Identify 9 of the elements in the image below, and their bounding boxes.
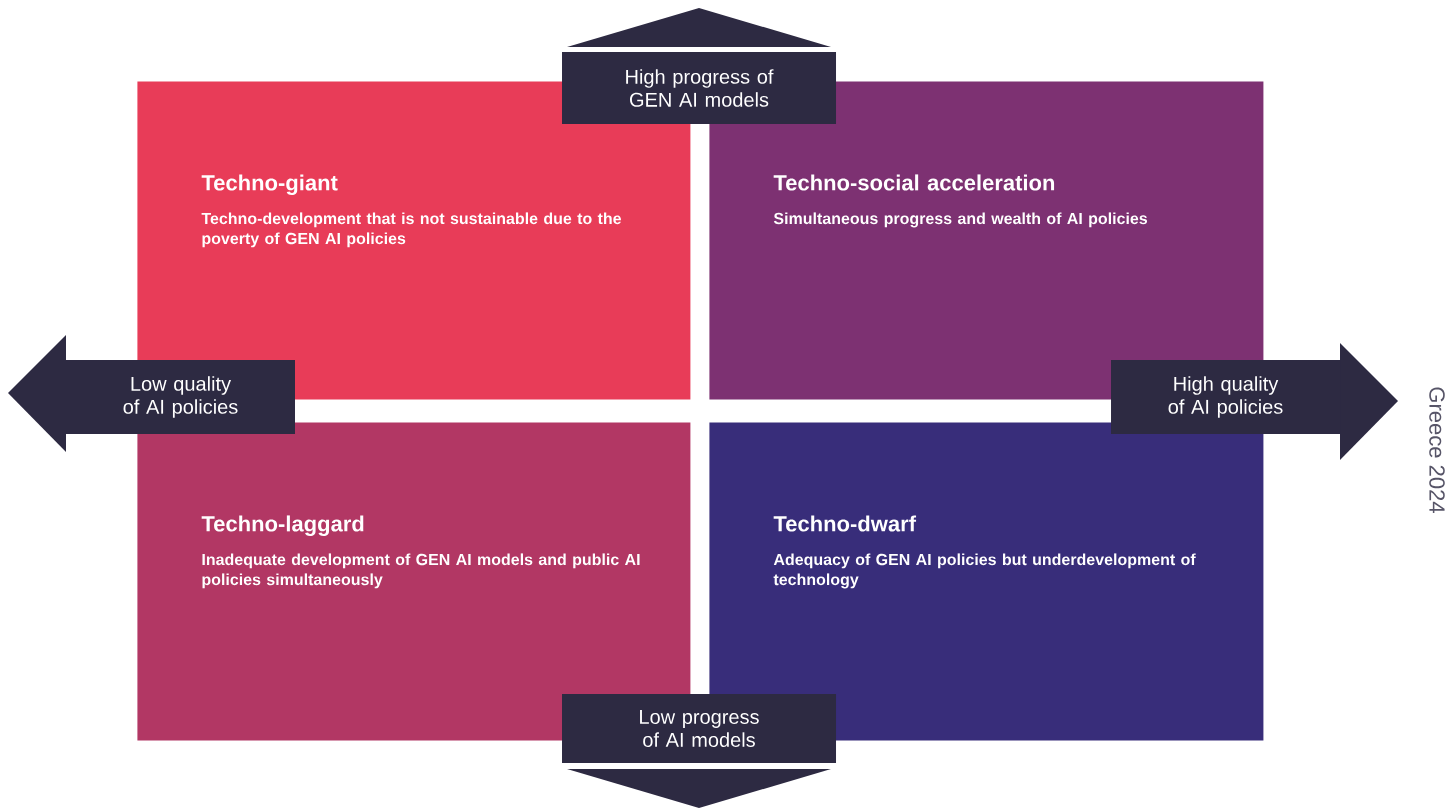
quadrant-description: Techno-development that is not sustainable due to the poverty of GEN AI policies bbox=[201, 212, 622, 248]
quadrant-heading: Techno-giant bbox=[201, 174, 338, 195]
quadrant-heading: Techno-social acceleration bbox=[773, 174, 1055, 191]
year-label: Greece 2024 bbox=[1429, 387, 1445, 513]
quadrant-heading: Techno-laggard bbox=[201, 515, 364, 536]
quadrant-description: Simultaneous progress and wealth of AI policies bbox=[773, 212, 1148, 228]
quadrant-heading: Techno-dwarf bbox=[773, 515, 917, 532]
quadrant-description: Adequacy of GEN AI policies but underdevelopment of technology bbox=[773, 553, 1196, 589]
quadrant-description: Inadequate development of GEN AI models and public AI policies simultaneously bbox=[202, 553, 640, 589]
